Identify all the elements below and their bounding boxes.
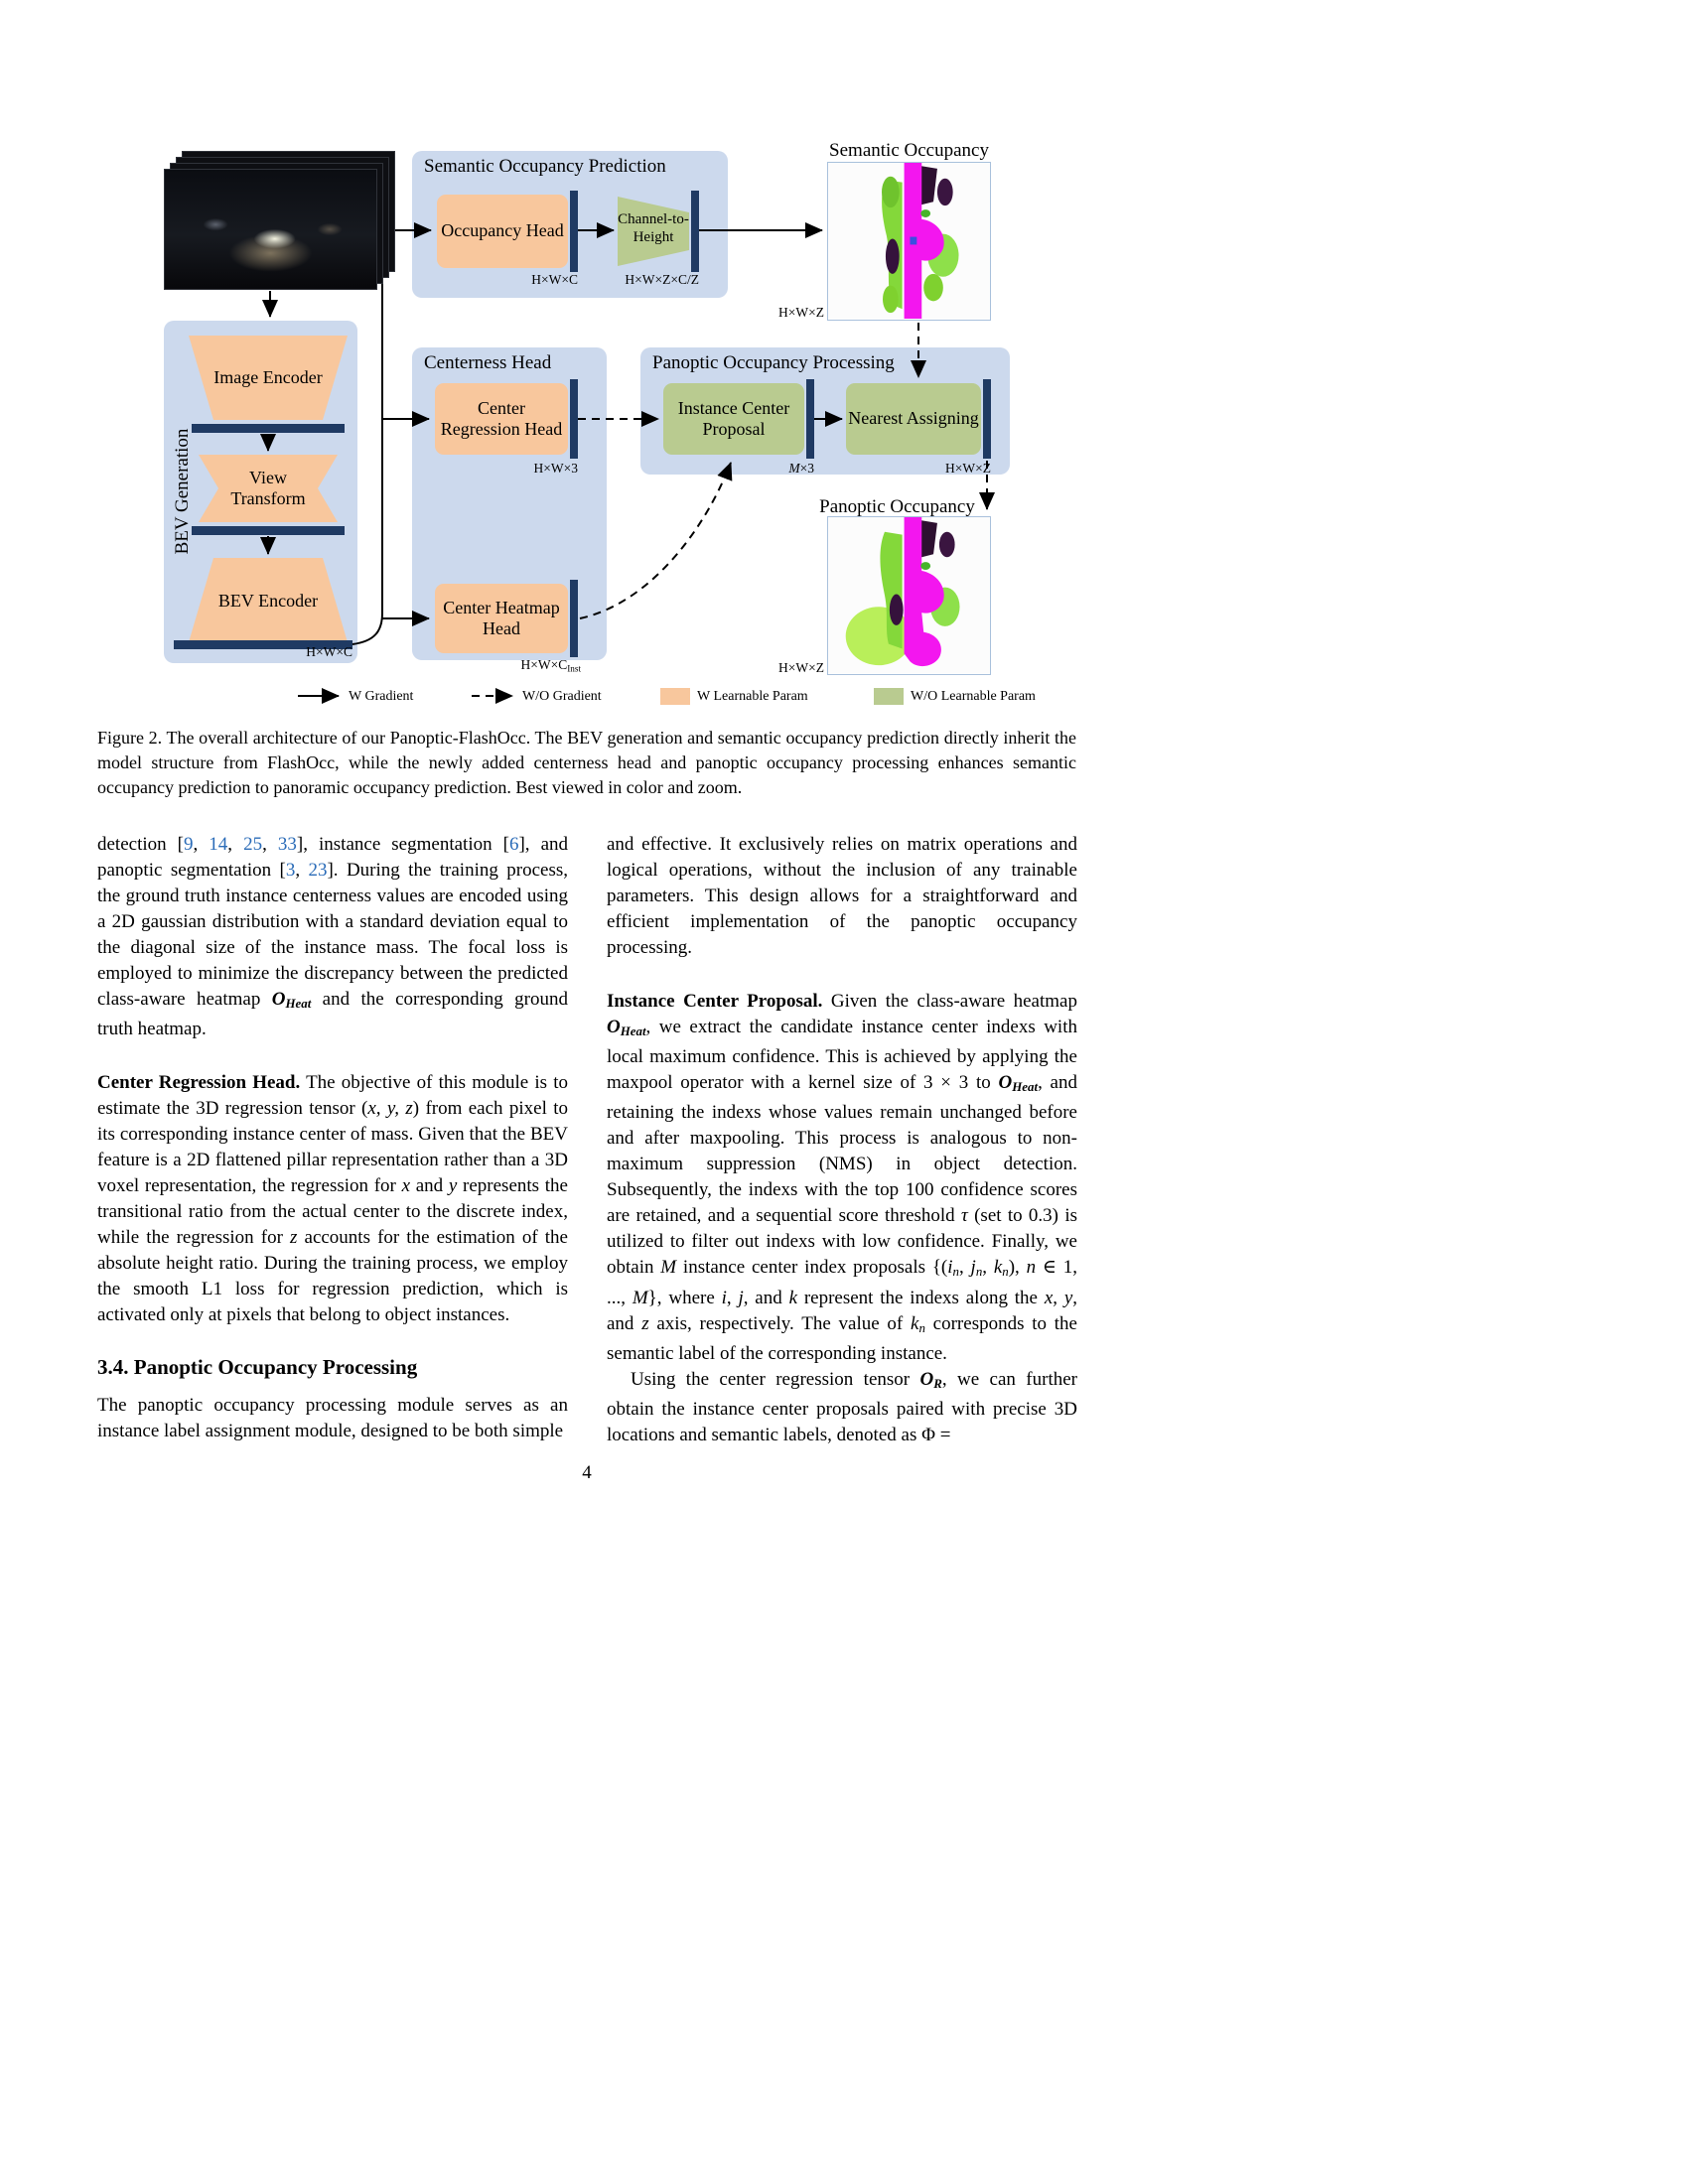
panoptic-occupancy-title: Panoptic Occupancy [819, 496, 975, 517]
paragraph-instance-center-proposal: Instance Center Proposal. Given the clas… [607, 991, 1078, 1364]
view-transform-label: View Transform [230, 468, 306, 509]
instance-center-proposal-module: Instance Center Proposal [663, 383, 804, 455]
paragraph-center-regression-head: Center Regression Head. The objective of… [97, 1072, 568, 1326]
channel-to-height-dim: H×W×Z×C/Z [625, 272, 699, 287]
center-regression-dim: H×W×3 [533, 461, 578, 476]
page-number: 4 [582, 1462, 592, 1483]
paragraph-panoptic-processing-intro: The panoptic occupancy processing module… [97, 1395, 568, 1442]
nearest-assigning-dim: H×W×Z [945, 461, 991, 476]
figure-2-caption: Figure 2. The overall architecture of ou… [97, 728, 1076, 797]
section-heading-3-4: 3.4. Panoptic Occupancy Processing [97, 1355, 418, 1380]
paragraph-effective-continuation: and effective. It exclusively relies on … [607, 834, 1077, 958]
image-encoder-label: Image Encoder [213, 367, 323, 387]
pop-panel-title: Panoptic Occupancy Processing [652, 352, 895, 373]
paragraph-detection-citations: detection [9, 14, 25, 33], instance segm… [97, 834, 569, 1040]
legend-non-learnable-swatch [874, 688, 904, 705]
legend-wo-param-label: W/O Learnable Param [911, 689, 1036, 704]
occupancy-head-dim: H×W×C [531, 272, 578, 287]
legend-wo-gradient-label: W/O Gradient [522, 689, 602, 704]
instance-center-dim: M×3 [788, 461, 814, 476]
semantic-occupancy-title: Semantic Occupancy [829, 140, 989, 161]
paragraph-using-center-regression: Using the center regression tensor OR, w… [607, 1368, 1077, 1446]
left-column: detection [9, 14, 25, 33], instance segm… [97, 832, 568, 1444]
center-regression-module: Center Regression Head [435, 383, 568, 455]
semantic-occupancy-image [827, 162, 991, 321]
legend-learnable-swatch [660, 688, 690, 705]
center-heatmap-dim: H×W×CInst [520, 657, 582, 674]
legend-w-param-label: W Learnable Param [697, 689, 808, 704]
panoptic-occupancy-dim: H×W×Z [778, 660, 824, 675]
bev-encoder-label: BEV Encoder [217, 591, 319, 611]
semantic-occupancy-dim: H×W×Z [778, 305, 824, 320]
occupancy-head-module: Occupancy Head [437, 195, 568, 268]
figure-2-architecture-diagram: BEV Generation Image Encoder View Transf… [94, 139, 1092, 720]
panoptic-occupancy-image [827, 516, 991, 675]
centerness-panel-title: Centerness Head [424, 352, 552, 373]
bev-generation-title: BEV Generation [172, 428, 193, 555]
camera-frame-front [164, 169, 377, 290]
center-heatmap-module: Center Heatmap Head [435, 584, 568, 653]
bev-output-dim: H×W×C [306, 644, 352, 659]
legend-w-gradient-label: W Gradient [349, 689, 414, 704]
sop-panel-title: Semantic Occupancy Prediction [424, 156, 666, 177]
right-column: and effective. It exclusively relies on … [607, 832, 1077, 1448]
nearest-assigning-module: Nearest Assigning [846, 383, 981, 455]
channel-to-height-label: Channel-to-Height [618, 211, 689, 245]
